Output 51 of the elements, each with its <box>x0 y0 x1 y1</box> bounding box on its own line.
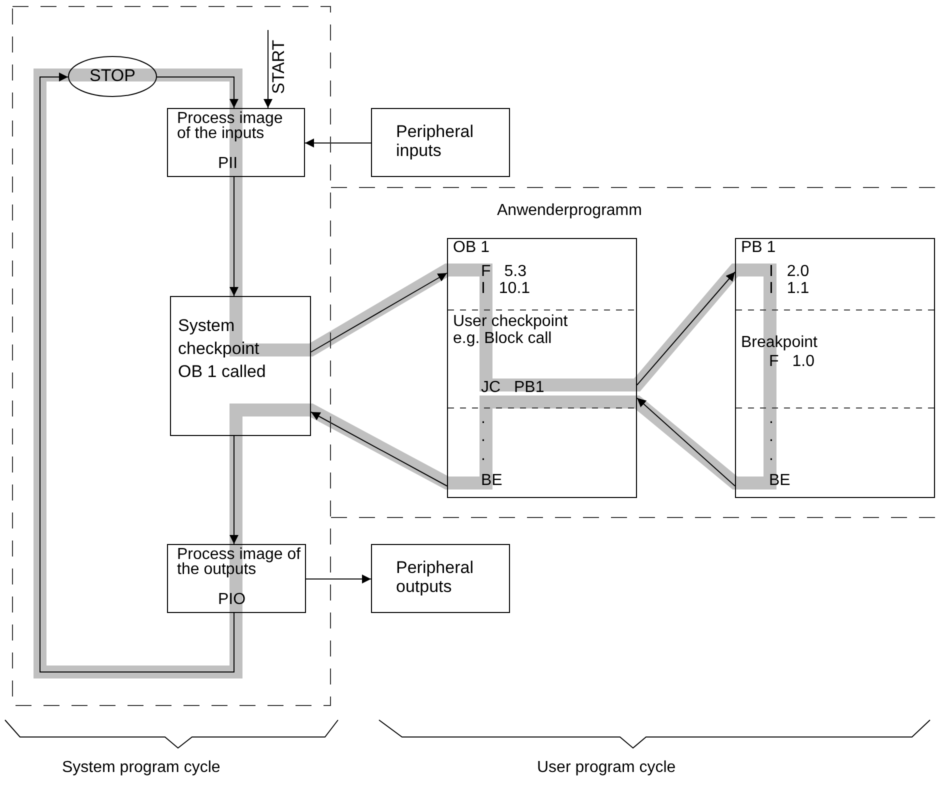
arrow <box>636 398 736 486</box>
arrow <box>310 272 448 352</box>
box-label: Peripheral outputs <box>396 559 474 596</box>
block-title: OB 1 <box>453 239 490 256</box>
process-box <box>167 544 306 613</box>
code-line: I 1.1 <box>769 280 810 298</box>
arrow <box>230 436 238 544</box>
program-block <box>735 238 935 498</box>
arrow <box>156 76 238 108</box>
code-line: F 5.3 <box>481 263 526 280</box>
arrow <box>306 574 372 584</box>
code-line: . <box>481 410 486 428</box>
block-title: PB 1 <box>741 239 776 256</box>
code-line: I 2.0 <box>769 263 810 280</box>
start-label: START <box>270 38 288 94</box>
code-line: JC PB1 <box>481 379 544 396</box>
arrow <box>40 72 234 672</box>
box-label: Process image of the inputs <box>177 111 284 142</box>
box-label: Peripheral inputs <box>396 123 474 160</box>
code-line: . <box>769 410 774 428</box>
stop-ellipse <box>68 56 157 97</box>
code-line: . <box>769 428 774 446</box>
dashed-band-frame <box>331 187 936 518</box>
program-block <box>447 238 637 498</box>
cycle-caption: User program cycle <box>537 759 676 777</box>
box-label: System checkpoint OB 1 called <box>178 315 267 383</box>
code-line: BE <box>481 472 502 490</box>
box-abbreviation: PII <box>218 155 238 172</box>
box-abbreviation: PIO <box>218 591 246 608</box>
process-box <box>167 108 305 177</box>
arrow <box>230 176 238 296</box>
region-title: Anwenderprogramm <box>497 202 642 220</box>
code-line: F 1.0 <box>769 353 814 370</box>
process-box <box>371 544 510 613</box>
stop-label: STOP <box>88 67 136 86</box>
cycle-caption: System program cycle <box>62 759 220 777</box>
code-line: I 10.1 <box>481 280 530 298</box>
code-line: . <box>769 447 774 464</box>
process-box <box>170 296 311 436</box>
block-note: Breakpoint <box>741 334 818 352</box>
arrow <box>264 30 272 108</box>
arrow <box>304 138 372 148</box>
arrow <box>636 272 736 386</box>
box-label: Process image of the outputs <box>177 547 302 578</box>
code-line: . <box>481 428 486 446</box>
code-line: BE <box>769 472 790 490</box>
arrow <box>310 412 448 486</box>
code-line: . <box>481 447 486 464</box>
dashed-frame <box>12 6 331 706</box>
process-box <box>371 108 510 177</box>
block-note: User checkpoint e.g. Block call <box>453 313 569 348</box>
